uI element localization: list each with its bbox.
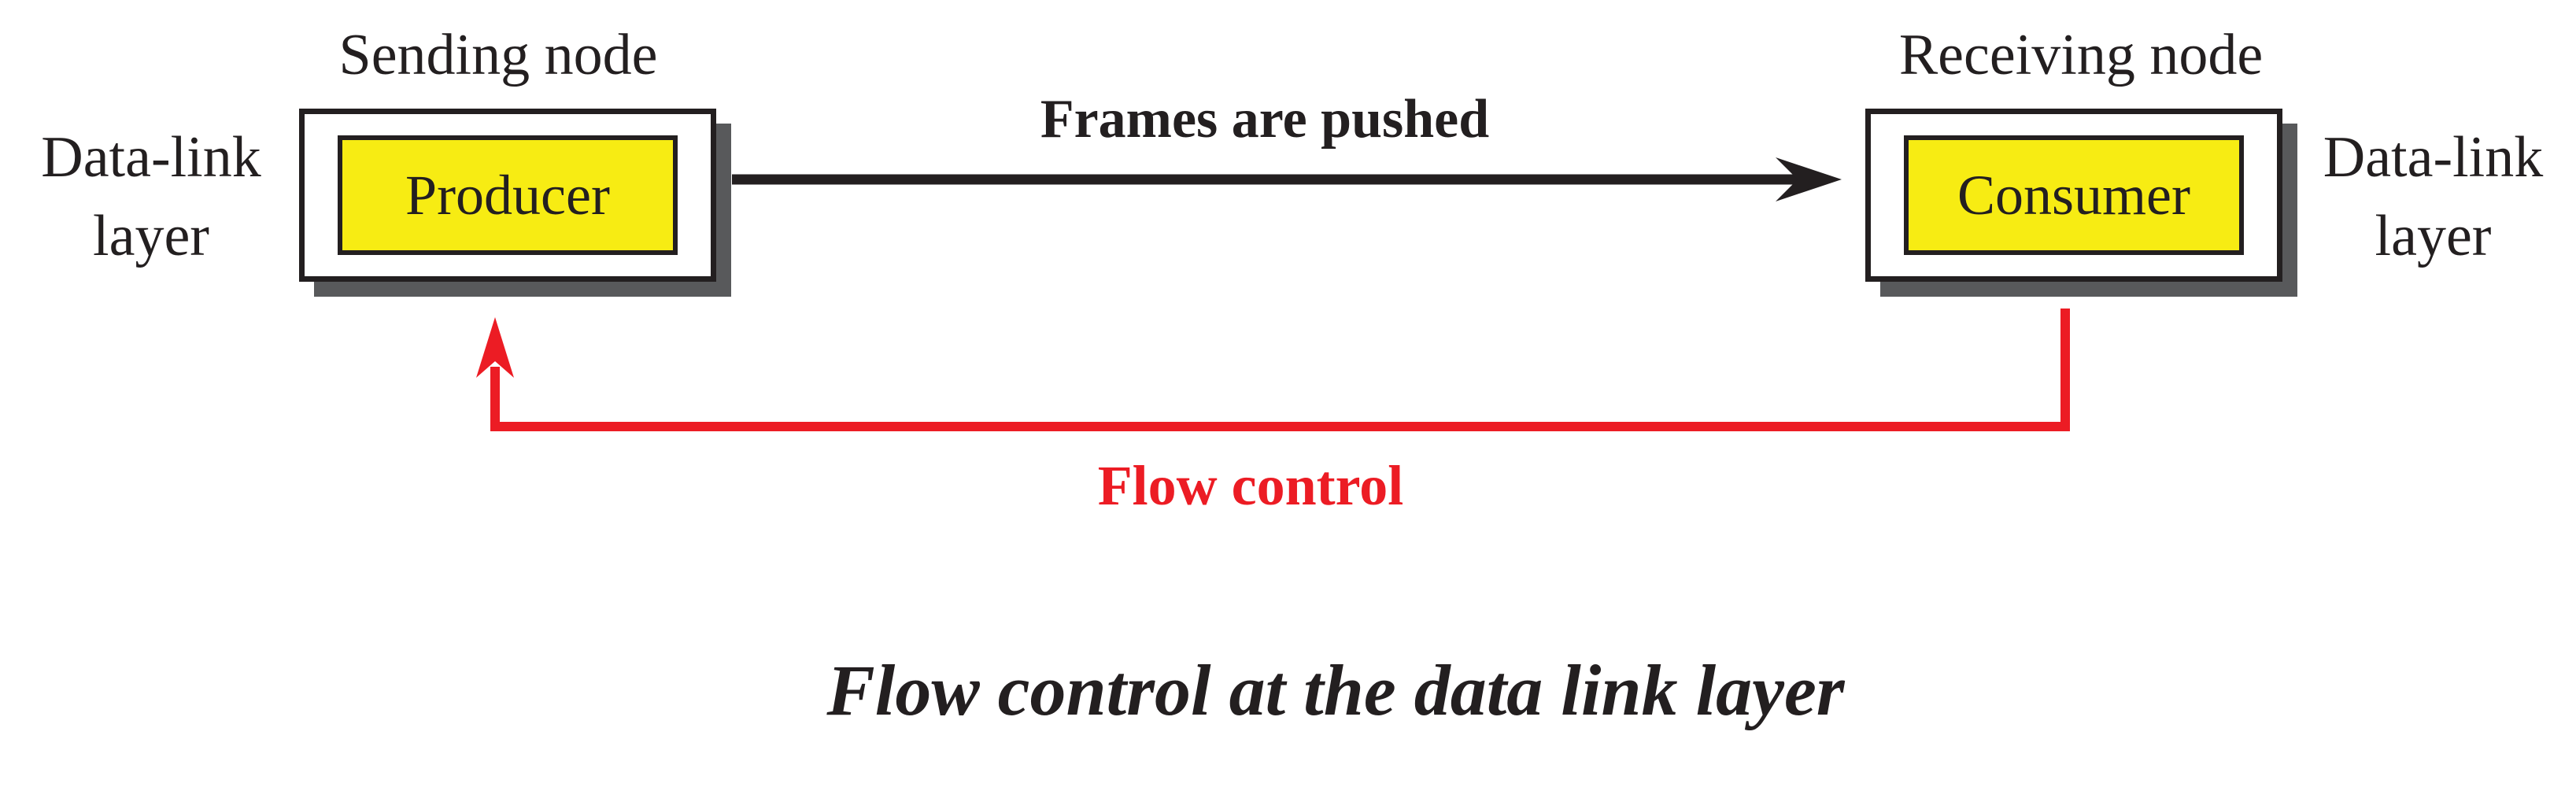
flow-control-arrow-line [490, 309, 2070, 431]
receiving-node-title: Receiving node [1898, 23, 2264, 87]
figure-caption: Flow control at the data link layer [826, 650, 1845, 730]
data-link-layer-label-left: Data-link layer [41, 125, 261, 268]
frames-arrow-label: Frames are pushed [1040, 89, 1490, 150]
producer-box: Producer [338, 135, 678, 255]
receiving-node-box: Consumer [1865, 109, 2282, 282]
sending-node-box: Producer [299, 109, 716, 282]
sending-node-title: Sending node [338, 23, 658, 87]
flow-control-arrowhead-icon [476, 317, 514, 378]
consumer-box: Consumer [1904, 135, 2244, 255]
frames-arrowhead-icon [1776, 157, 1842, 201]
flow-control-arrow-label: Flow control [1097, 454, 1404, 517]
data-link-layer-label-right: Data-link layer [2323, 125, 2544, 268]
